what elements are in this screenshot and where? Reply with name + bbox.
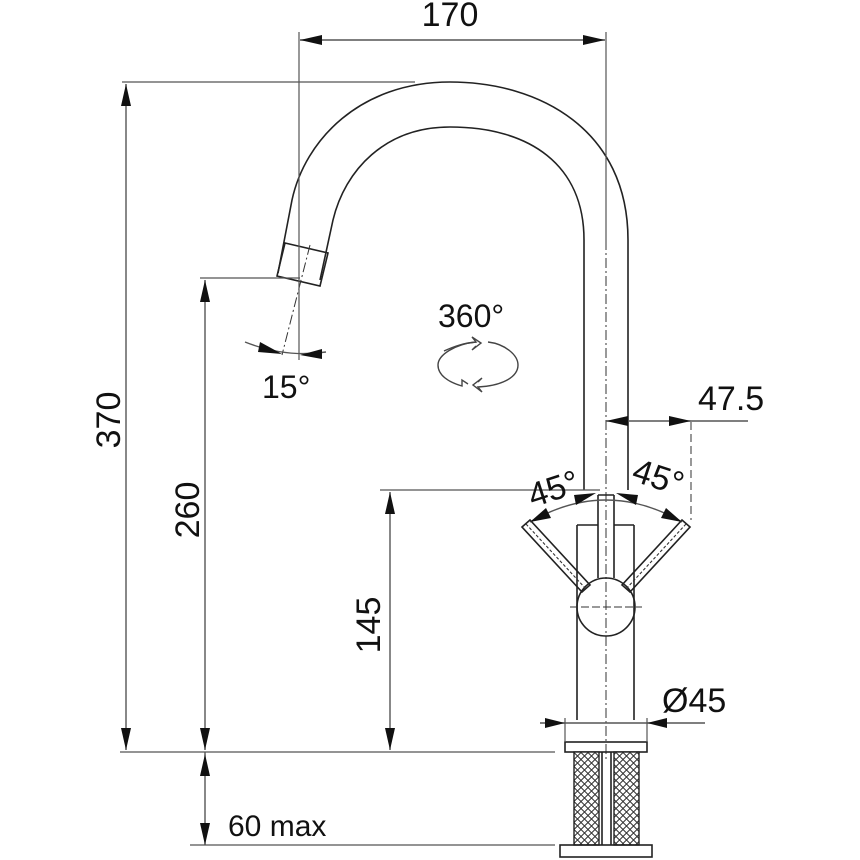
shank-left xyxy=(573,751,600,846)
label-370: 370 xyxy=(90,392,128,449)
dim-spout-tilt: 15° xyxy=(244,341,327,405)
label-47-5: 47.5 xyxy=(698,380,764,418)
spout-outer xyxy=(277,81,629,490)
label-60max: 60 max xyxy=(228,810,326,843)
faucet-body xyxy=(276,81,692,858)
dim-mounting-thickness: 60 max xyxy=(200,752,326,845)
dim-lever-height: 145 xyxy=(350,489,600,750)
label-360deg: 360° xyxy=(438,298,504,334)
dim-spout-reach: 170 xyxy=(298,0,607,360)
dim-outlet-height: 260 xyxy=(169,277,300,750)
spout-inner xyxy=(319,126,585,490)
rotate-360-icon xyxy=(437,336,519,393)
lever-left xyxy=(520,518,592,594)
label-diameter-45: Ø45 xyxy=(662,682,726,720)
spout-axis xyxy=(281,244,311,356)
dim-spout-offset: 47.5 xyxy=(606,380,764,520)
lever-right xyxy=(620,518,692,594)
label-15deg: 15° xyxy=(262,369,310,405)
base-flange xyxy=(564,741,648,753)
label-45-left: 45° xyxy=(523,463,584,515)
shank-right xyxy=(613,751,640,846)
label-170: 170 xyxy=(422,0,479,34)
body-cylinder xyxy=(576,524,635,720)
mounting-nut xyxy=(559,844,653,858)
rotation-indicator: 360° xyxy=(437,298,519,393)
label-145: 145 xyxy=(350,597,388,654)
dim-total-height: 370 xyxy=(90,81,415,750)
label-260: 260 xyxy=(169,482,207,539)
lever-stem xyxy=(597,494,615,578)
spout-aerator xyxy=(276,242,329,287)
dim-base-diameter: Ø45 xyxy=(540,682,726,742)
